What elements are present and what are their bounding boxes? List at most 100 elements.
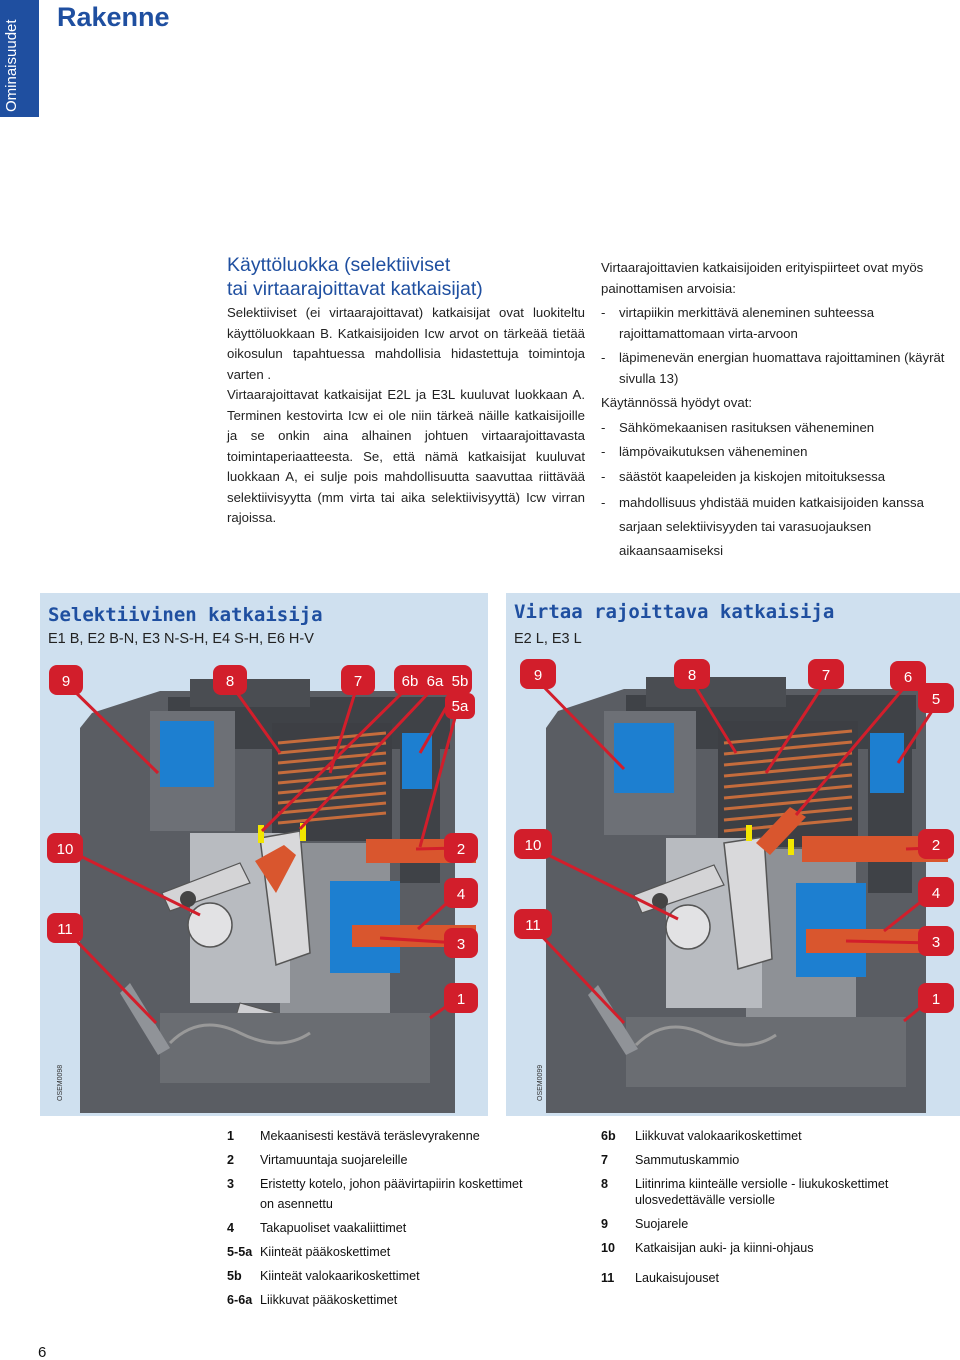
panel-title: Selektiivinen katkaisija [48,604,323,626]
svg-text:10: 10 [57,841,74,858]
figure-code: OSEM0099 [537,1065,544,1101]
badge: 5a [445,693,475,719]
svg-text:6a: 6a [427,673,444,690]
moving-contact [756,807,806,855]
svg-text:3: 3 [932,934,940,951]
badge: 9 [49,665,83,695]
figure-code: OSEM0098 [57,1065,64,1101]
paragraph-class-b: Selektiiviset (ei virtaarajoittavat) kat… [227,305,585,382]
svg-text:2: 2 [457,841,465,858]
svg-text:4: 4 [932,885,940,902]
svg-text:9: 9 [534,667,542,684]
badge: 11 [514,909,552,939]
svg-text:6b: 6b [402,673,419,690]
svg-text:7: 7 [822,667,830,684]
legend-row-continuation: on asennettu [260,1197,333,1211]
features-list: virtapiikin merkittävä aleneminen suhtee… [601,303,957,389]
moving-contact [255,845,296,893]
panel-current-limiting-breaker: 9 8 7 6 5 10 11 2 4 3 1 OSEM0099 Virtaa … [506,593,960,1116]
breaker-cutaway-diagram: 9 8 7 6b 6a 5b 5a 10 11 2 4 3 1 OSEM0098 [47,665,478,1113]
badge: 5 [918,683,954,713]
section-heading: Käyttöluokka (selektiiviset tai virtaara… [227,253,585,301]
badge: 8 [674,659,710,689]
breaker-cutaway-diagram: 9 8 7 6 5 10 11 2 4 3 1 OSEM0099 [514,659,954,1113]
page-title: Rakenne [57,2,170,32]
breaker-body [80,679,476,1113]
svg-text:7: 7 [354,673,362,690]
benefits-intro: Käytännössä hyödyt ovat: [601,395,753,410]
number-badges: 9 8 7 6b 6a 5b 5a 10 11 2 4 3 1 [47,665,478,1013]
right-text-column: Virtaarajoittavien katkaisijoiden erityi… [601,258,957,563]
arc-chute [272,723,392,841]
badge: 3 [444,928,478,958]
badge: 10 [514,829,552,859]
list-item: säästöt kaapeleiden ja kiskojen mitoituk… [601,467,957,488]
number-badges: 9 8 7 6 5 10 11 2 4 3 1 [514,659,954,1013]
badge: 4 [918,877,954,907]
badge: 6 [890,661,926,691]
breaker-body [546,677,948,1113]
badge: 11 [47,913,83,943]
svg-text:8: 8 [226,673,234,690]
svg-text:4: 4 [457,886,465,903]
heading-line-2: tai virtaarajoittavat katkaisijat) [227,278,483,300]
list-item: lämpövaikutuksen väheneminen [601,442,957,463]
badge: 2 [918,829,954,859]
features-intro: Virtaarajoittavien katkaisijoiden erityi… [601,260,924,296]
svg-text:5b: 5b [452,673,469,690]
badge: 8 [213,665,247,695]
badge: 7 [808,659,844,689]
benefits-list: Sähkömekaanisen rasituksen väheneminen l… [601,418,957,564]
svg-text:9: 9 [62,673,70,690]
panel-selective-breaker: 9 8 7 6b 6a 5b 5a 10 11 2 4 3 1 OSEM0098… [40,593,488,1116]
svg-text:5: 5 [932,691,940,708]
svg-text:8: 8 [688,667,696,684]
badge: 4 [444,878,478,908]
svg-text:6: 6 [904,669,912,686]
panel-subtitle: E1 B, E2 B-N, E3 N-S-H, E4 S-H, E6 H-V [48,631,314,647]
badge: 2 [444,833,478,863]
heading-line-1: Käyttöluokka (selektiiviset [227,254,451,276]
section-tab-label: Ominaisuudet [3,19,20,112]
badge: 1 [444,983,478,1013]
svg-text:10: 10 [525,837,542,854]
trip-unit-window [614,723,674,793]
badge: 9 [520,659,556,689]
svg-text:11: 11 [525,917,541,934]
panel-subtitle: E2 L, E3 L [514,631,582,647]
badge: 1 [918,983,954,1013]
badge: 10 [47,833,83,863]
svg-text:5a: 5a [452,698,469,715]
list-item: mahdollisuus yhdistää muiden katkaisijoi… [601,491,957,563]
list-item: virtapiikin merkittävä aleneminen suhtee… [601,303,957,344]
svg-text:1: 1 [457,991,465,1008]
left-text-column: Käyttöluokka (selektiiviset tai virtaara… [227,253,585,529]
badge: 6b 6a 5b [394,665,472,695]
section-tab: Ominaisuudet [0,0,39,117]
paragraph-class-a: Virtaarajoittavat katkaisijat E2L ja E3L… [227,387,585,525]
list-item: Sähkömekaanisen rasituksen väheneminen [601,418,957,439]
list-item: läpimenevän energian huomattava rajoitta… [601,348,957,389]
svg-text:2: 2 [932,837,940,854]
svg-text:1: 1 [932,991,940,1008]
svg-text:3: 3 [457,936,465,953]
panel-title: Virtaa rajoittava katkaisija [514,601,835,623]
badge: 7 [341,665,375,695]
trip-unit-window [160,721,214,787]
badge: 3 [918,926,954,956]
